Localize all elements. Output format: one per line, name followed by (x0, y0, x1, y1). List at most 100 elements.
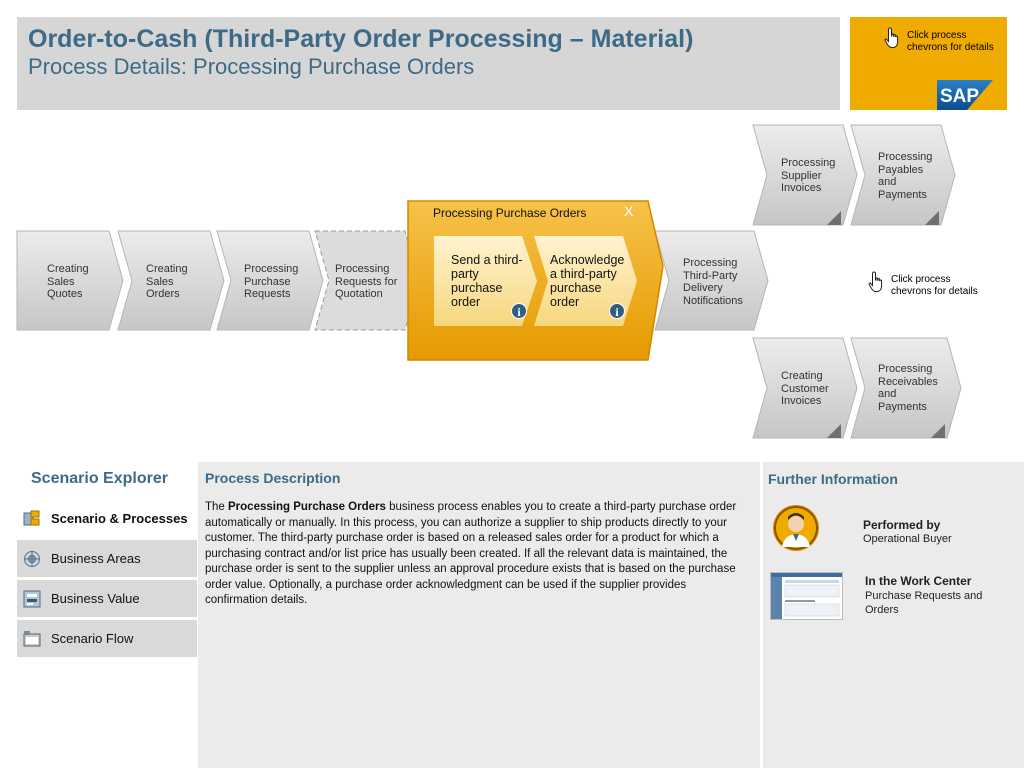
chevron-fold-mark (827, 211, 841, 225)
chevron-label-line: and (878, 388, 897, 400)
close-selected-button[interactable]: X (624, 203, 634, 219)
chevron-fold-mark (931, 424, 945, 438)
chevron-processing-payables-and-payments[interactable] (850, 124, 956, 226)
chevron-label-line: Sales (146, 275, 174, 288)
step-label-line: party (451, 267, 479, 281)
step-label-line: Acknowledge (550, 253, 625, 267)
screenshot-thumbnail-icon (771, 573, 842, 619)
process-description-panel: Process Description The Processing Purch… (198, 462, 760, 768)
page-title: Order-to-Cash (Third-Party Order Process… (28, 25, 694, 53)
sap-logo-text: SAP (940, 86, 979, 107)
further-information-panel: Further Information Performed by Operati… (762, 462, 1024, 768)
step-label-line: Send a third- (451, 253, 523, 267)
chevron-label-line: Creating (781, 370, 823, 382)
step-acknowledge-po[interactable] (534, 236, 637, 326)
chevron-label-line: Processing (878, 363, 933, 375)
chevron-label-line: Quotation (335, 288, 383, 300)
flow-hint-line-2: chevrons for details (891, 286, 978, 297)
chevron-label-line: Notifications (683, 294, 743, 307)
nav-label: Scenario Flow (51, 631, 134, 646)
person-icon (774, 506, 818, 550)
step-send-po-label: Send a third- party purchase order (451, 253, 523, 309)
scenario-flow-icon (23, 631, 41, 647)
step-label-line: purchase (451, 281, 503, 295)
chevron-label-line: Requests for (335, 275, 398, 288)
step-label-line: order (451, 295, 481, 309)
chevron-creating-sales-quotes[interactable] (16, 230, 124, 331)
nav-scenario-flow[interactable]: Scenario Flow (17, 620, 197, 657)
chevron-label-line: Third-Party (683, 269, 738, 282)
step-send-po[interactable] (434, 236, 537, 326)
chevron-creating-customer-invoices[interactable] (752, 337, 858, 439)
nav-label: Scenario & Processes (51, 511, 188, 526)
hint-line-1: Click process (907, 30, 967, 41)
info-icon[interactable]: i (511, 303, 527, 319)
step-label-line: purchase (550, 281, 602, 295)
process-flow-graphic (16, 124, 962, 439)
chevron-label-line: Sales (47, 275, 75, 288)
process-description-text: The Processing Purchase Orders business … (205, 500, 745, 609)
chevron-label-line: Payments (878, 400, 927, 413)
sap-logo: SAP (937, 80, 993, 110)
operational-buyer-avatar (773, 505, 819, 551)
chevron-label-line: Purchase (244, 275, 291, 288)
chevron-label-line: Requests (244, 288, 291, 300)
sap-brand-box: Click process chevrons for details SAP (850, 17, 1007, 110)
nav-business-areas[interactable]: Business Areas (17, 540, 197, 577)
info-icon[interactable]: i (609, 303, 625, 319)
process-description-title: Process Description (205, 470, 341, 486)
chevron-processing-supplier-invoices[interactable] (752, 124, 858, 226)
description-lead: The (205, 501, 229, 513)
chevron-processing-requests-for-quotation[interactable] (314, 230, 420, 331)
chevron-label-line: Invoices (781, 395, 822, 407)
chevron-label-line: Processing (683, 257, 738, 269)
chevron-processing-receivables-and-payments[interactable] (850, 337, 962, 439)
chevron-label-line: Payments (878, 188, 927, 201)
chevron-label-line: Processing (244, 263, 299, 275)
chevron-label-line: Receivables (878, 375, 938, 388)
page-subtitle: Process Details: Processing Purchase Ord… (28, 54, 475, 79)
nav-label: Business Areas (51, 551, 141, 566)
description-bold: Processing Purchase Orders (228, 501, 386, 513)
chevron-label-line: Processing (878, 151, 933, 163)
chevron-fold-mark (925, 211, 939, 225)
work-center-label: In the Work Center (865, 574, 972, 588)
flow-hint-line-1: Click process (891, 274, 951, 285)
chevron-label-line: Customer (781, 382, 829, 395)
description-body: business process enables you to create a… (205, 501, 737, 606)
nav-scenario-processes[interactable]: Scenario & Processes (17, 500, 197, 537)
hint-line-2: chevrons for details (907, 42, 994, 53)
further-information-title: Further Information (768, 471, 898, 487)
performed-by-label: Performed by (863, 518, 941, 532)
scenario-icon (23, 510, 40, 526)
chevron-label-line: Processing (335, 263, 390, 275)
chevron-processing-third-party-delivery-notifications[interactable] (654, 230, 769, 331)
chevron-fold-mark (827, 424, 841, 438)
chevron-label-line: Payables (878, 163, 924, 176)
selected-process-title: Processing Purchase Orders (433, 206, 587, 220)
chevron-label-line: Processing (781, 157, 836, 169)
nav-business-value[interactable]: Business Value (17, 580, 197, 617)
chevron-label-line: Quotes (47, 288, 83, 300)
chevron-processing-purchase-requests[interactable] (216, 230, 324, 331)
chevron-label-line: Supplier (781, 169, 822, 182)
step-label-line: order (550, 295, 580, 309)
work-center-thumbnail (770, 572, 843, 620)
business-value-icon (23, 590, 41, 608)
chevron-label-line: Creating (146, 263, 188, 275)
chevron-creating-sales-orders[interactable] (117, 230, 225, 331)
pointing-hand-icon (884, 27, 899, 48)
chevron-label-line: Orders (146, 288, 180, 300)
work-center-value: Purchase Requests and Orders (865, 590, 983, 616)
step-acknowledge-po-label: Acknowledge a third-party purchase order (550, 253, 624, 309)
